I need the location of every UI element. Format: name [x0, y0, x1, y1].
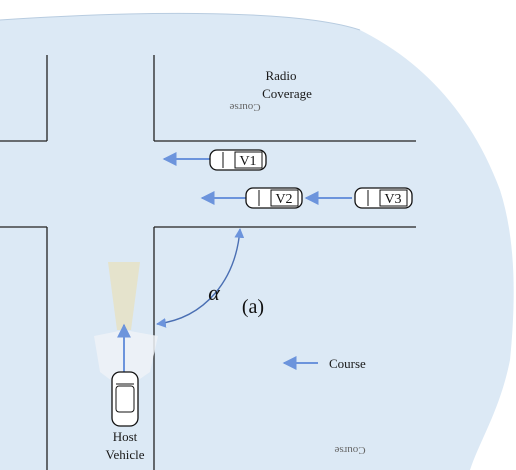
vehicle-v2-label: V2 — [275, 192, 292, 207]
radio-coverage-label-line2: Coverage — [262, 86, 312, 101]
vehicle-v1-label: V1 — [239, 154, 256, 169]
vehicle-v2: V2 — [245, 187, 303, 209]
vehicle-v3: V3 — [354, 187, 413, 209]
course-legend-label: Course — [329, 356, 366, 371]
host-vehicle-cabin — [115, 385, 135, 413]
radio-coverage-area — [0, 13, 514, 470]
ghost-text-upper: Course — [229, 101, 260, 113]
angle-alpha-symbol: α — [208, 280, 220, 305]
host-sensor-spread — [94, 330, 158, 390]
vehicle-v2-id-box — [270, 189, 299, 207]
vehicle-v1: V1 — [209, 149, 267, 171]
radio-coverage-label-line1: Radio — [265, 68, 296, 83]
coverage-edge-top — [0, 12, 361, 31]
host-vehicle-label-line1: Host — [113, 429, 138, 444]
host-sensor-beam — [108, 262, 140, 330]
vehicle-v3-label: V3 — [384, 192, 401, 207]
host-vehicle-label-line2: Vehicle — [106, 447, 145, 462]
ghost-text-lower: Course — [334, 444, 365, 456]
vehicle-v1-id-box — [234, 151, 263, 169]
vehicle-v3-id-box — [379, 189, 408, 207]
panel-label: (a) — [242, 296, 264, 318]
host-vehicle — [111, 371, 139, 427]
angle-alpha-arc — [156, 228, 245, 328]
